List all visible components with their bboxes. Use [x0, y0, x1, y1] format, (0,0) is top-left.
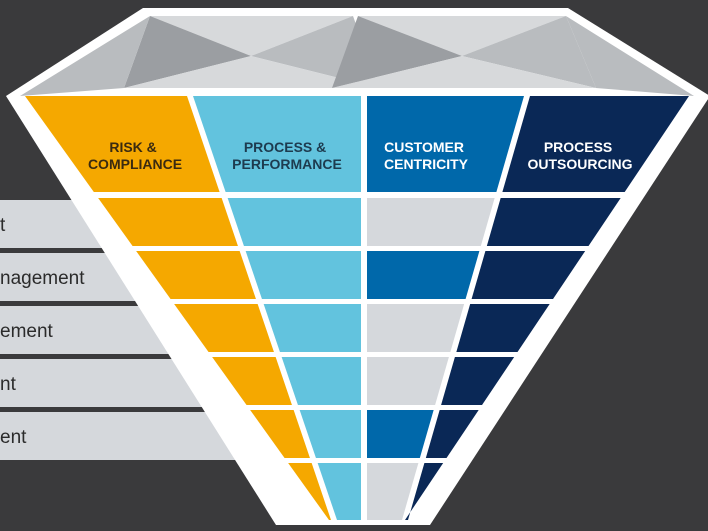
- matrix-cell: [367, 410, 434, 458]
- matrix-cell: [367, 304, 465, 352]
- matrix-cell: [227, 198, 361, 246]
- column-header-cell: [502, 96, 689, 192]
- header-line-1: PROCESS: [544, 139, 612, 155]
- crown-facet: [332, 16, 462, 88]
- matrix-cell: [281, 357, 361, 405]
- matrix-cell: [317, 463, 361, 520]
- matrix-cell: [98, 198, 238, 246]
- column-header-process-performance: PROCESS & PERFORMANCE: [232, 139, 342, 172]
- matrix-cell: [367, 463, 419, 520]
- header-line-1: RISK &: [109, 139, 156, 155]
- gem-crown: [20, 16, 694, 96]
- matrix-cell: [299, 410, 361, 458]
- crown-facet: [150, 16, 353, 56]
- header-line-2: CENTRICITY: [384, 156, 469, 172]
- matrix-cell: [245, 251, 361, 299]
- matrix-cell: [250, 410, 310, 458]
- matrix-cell: [486, 198, 621, 246]
- column-header-process-outsourcing: PROCESS OUTSOURCING: [528, 139, 633, 172]
- matrix-cell: [367, 357, 449, 405]
- crown-facet: [462, 16, 596, 88]
- matrix-cell: [367, 251, 480, 299]
- column-header-cell: [193, 96, 361, 192]
- column-header-risk-compliance: RISK & COMPLIANCE: [88, 139, 182, 172]
- matrix-cell: [288, 463, 331, 520]
- matrix-cell: [471, 251, 586, 299]
- matrix-cell: [456, 304, 550, 352]
- row-label-1: t: [0, 215, 6, 236]
- crown-facet: [358, 16, 566, 56]
- crown-facet: [566, 16, 694, 96]
- matrix-cell: [405, 463, 444, 520]
- row-label-2: nagement: [0, 268, 85, 289]
- header-line-1: CUSTOMER: [384, 139, 464, 155]
- row-label-4: nt: [0, 374, 17, 395]
- header-line-1: PROCESS &: [244, 139, 326, 155]
- row-label-5: ent: [0, 427, 27, 448]
- column-header-cell: [25, 96, 220, 192]
- column-header-cell: [367, 96, 524, 192]
- row-labels: t nagement ement nt ent: [0, 215, 85, 448]
- matrix-cell: [441, 357, 515, 405]
- matrix-cell: [367, 198, 495, 246]
- matrix-cell: [136, 251, 256, 299]
- matrix-cell: [263, 304, 361, 352]
- row-label-3: ement: [0, 321, 54, 342]
- matrix-cell: [425, 410, 479, 458]
- header-line-2: OUTSOURCING: [528, 156, 633, 172]
- crown-facet: [124, 56, 379, 88]
- matrix-cell: [212, 357, 292, 405]
- crown-facet: [20, 16, 150, 96]
- crown-facet: [124, 16, 251, 88]
- header-line-2: PERFORMANCE: [232, 156, 342, 172]
- header-line-2: COMPLIANCE: [88, 156, 182, 172]
- matrix-cell: [174, 304, 274, 352]
- gem-pavilion: [25, 96, 689, 520]
- column-header-customer-centricity: CUSTOMER CENTRICITY: [384, 139, 469, 172]
- column-headers: RISK & COMPLIANCE PROCESS & PERFORMANCE …: [88, 139, 633, 172]
- crown-facet: [332, 56, 596, 88]
